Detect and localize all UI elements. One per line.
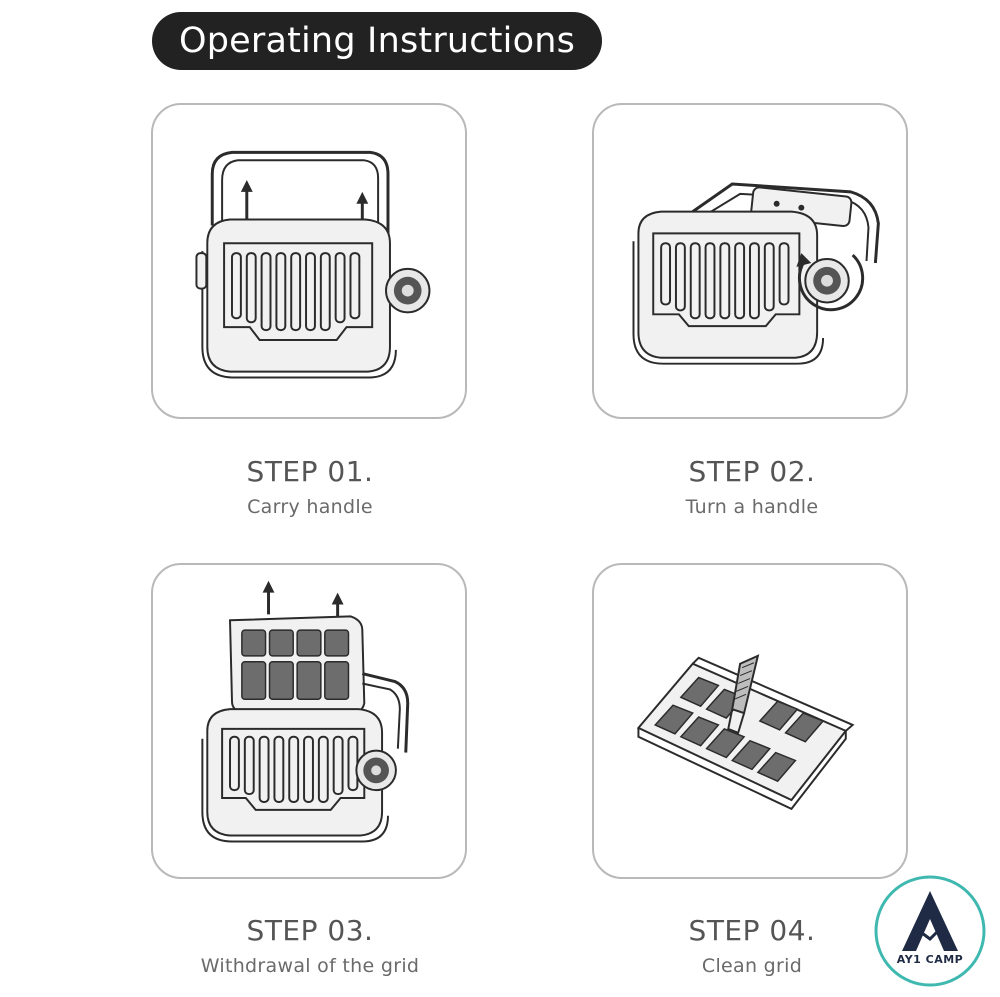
brand-logo: AY1 CAMP — [872, 873, 988, 989]
step-3-title: STEP 03. — [246, 914, 374, 947]
step-2-card — [592, 103, 908, 419]
step-1-description: Carry handle — [247, 496, 373, 518]
grid-withdrawal-illustration — [201, 580, 410, 843]
step-4-title: STEP 04. — [688, 914, 816, 947]
brand-name: AY1 CAMP — [896, 953, 964, 966]
carry-handle-illustration — [195, 150, 431, 379]
page-title: Operating Instructions — [152, 12, 602, 70]
step-4-card — [592, 563, 908, 879]
clean-grid-illustration — [636, 654, 855, 811]
step-1-title: STEP 01. — [246, 455, 374, 488]
step-4-description: Clean grid — [701, 955, 803, 977]
step-3-description: Withdrawal of the grid — [200, 955, 420, 977]
step-2-description: Turn a handle — [685, 496, 819, 518]
mountain-logo-icon — [874, 875, 986, 987]
turn-handle-illustration — [632, 182, 880, 365]
step-1-card — [151, 103, 467, 419]
step-2-title: STEP 02. — [688, 455, 816, 488]
step-3-card — [151, 563, 467, 879]
